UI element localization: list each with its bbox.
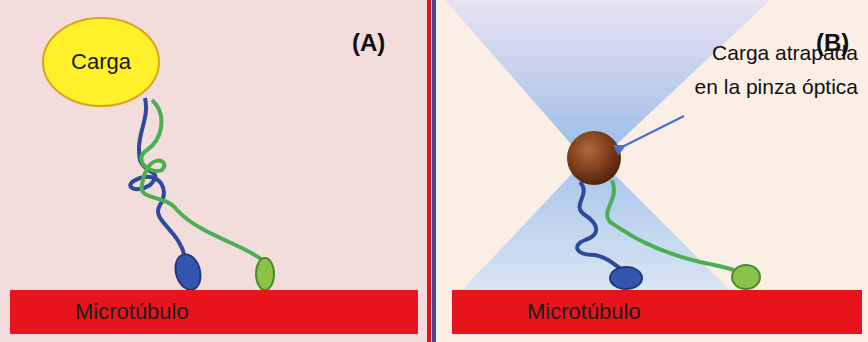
microtubule-label: Microtúbulo [75,299,189,325]
motor-chain-green [141,100,262,260]
ellipse-shape [43,18,159,106]
motor-chain-blue [130,98,185,258]
motor-head-green [732,265,760,289]
trapped-bead [567,131,621,185]
panel-divider-red [427,0,431,342]
microtubule-bar: Microtúbulo [10,290,418,334]
motor-head-blue [172,252,204,293]
microtubule-label: Microtúbulo [527,299,641,325]
callout-text: Carga atrapada en la pinza óptica [688,36,858,103]
motor-head-green [256,258,274,290]
leader-arrow [624,116,684,146]
panel-letter: (A) [352,24,385,62]
microtubule-bar: Microtúbulo [452,290,862,334]
panel-divider-blue [432,0,436,342]
panel-b-background [436,0,868,342]
panel-a-background [0,0,428,342]
motor-head-blue [610,267,642,289]
motor-chain-green [607,180,734,270]
cargo-ellipse: Carga [42,17,160,107]
cargo-label: Carga [71,49,131,75]
